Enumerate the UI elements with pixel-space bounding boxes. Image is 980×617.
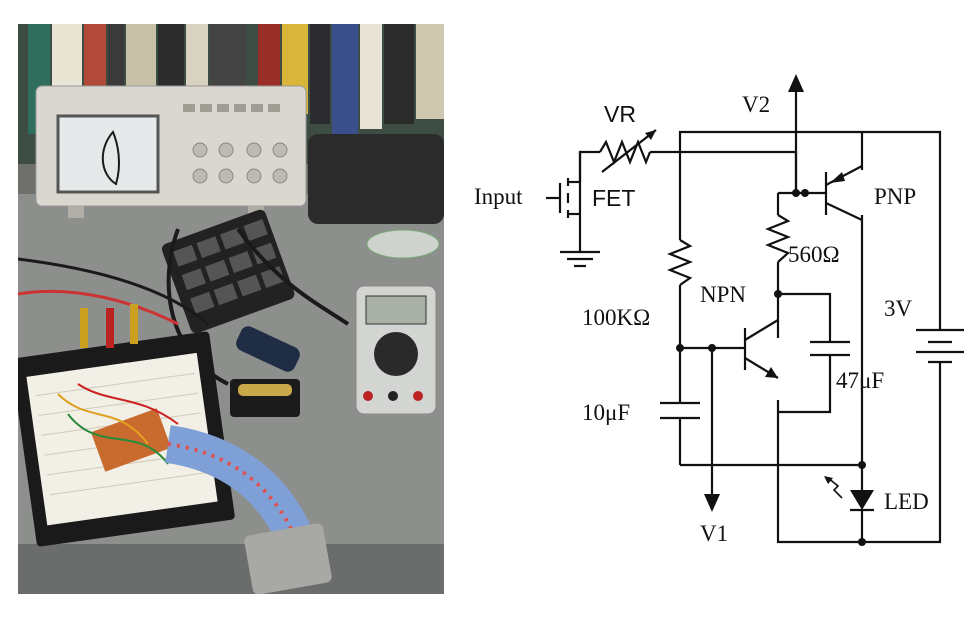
label-100k-ohm: 100KΩ [582,305,650,330]
label-v1: V1 [700,521,728,546]
variable-resistor-symbol [599,129,657,173]
label-input: Input [474,184,523,209]
label-npn: NPN [700,282,746,307]
label-pnp: PNP [874,184,916,209]
battery-3v-symbol [916,328,964,364]
label-560-ohm: 560Ω [788,242,840,267]
v1-arrow-icon [704,494,720,512]
pnp-transistor-symbol [824,165,863,221]
breadboard [18,331,235,547]
capacitor-10uf-symbol [660,401,700,420]
bookshelf [28,24,444,134]
resistor-560-symbol [765,214,791,263]
label-47uf: 47μF [836,368,884,393]
led-symbol [824,476,874,512]
multimeter [355,285,437,415]
fet-symbol [558,152,582,233]
ground-symbol [560,250,600,268]
junction-dots [676,189,866,546]
resistor-100k-symbol [667,239,693,286]
label-10uf: 10μF [582,400,630,425]
npn-transistor-symbol [743,319,779,379]
lab-bench-photo [18,24,444,594]
component-box [161,209,295,334]
label-led: LED [884,489,929,514]
label-vr: VR [604,101,636,127]
label-fet: FET [592,185,635,211]
capacitor-47uf-symbol [810,340,850,357]
label-3v: 3V [884,296,913,321]
oscilloscope [35,85,307,218]
label-v2: V2 [742,92,770,117]
v2-arrow-icon [788,74,804,92]
